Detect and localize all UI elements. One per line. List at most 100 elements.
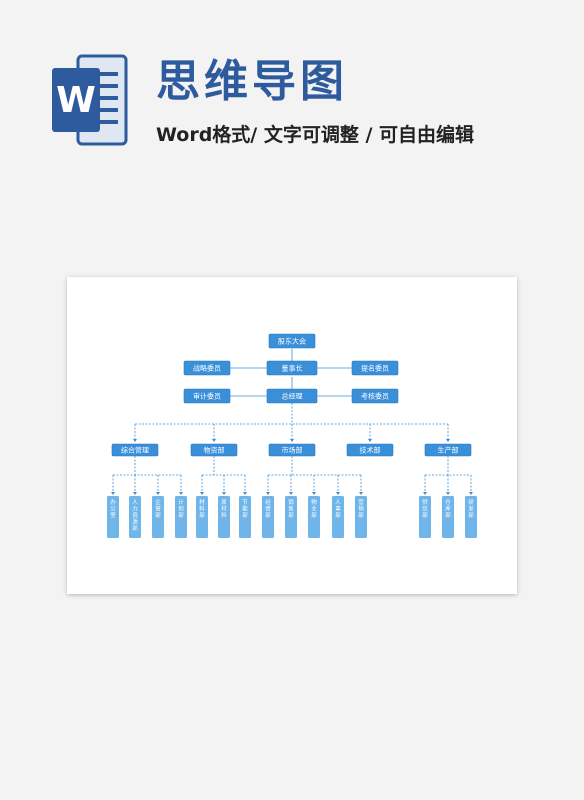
node-dept-4-label: 生产部	[438, 446, 459, 455]
node-chairman: 董事长	[266, 360, 318, 376]
node-sub-1-2: 节能部	[239, 496, 251, 538]
header: W 思维导图 Word格式/ 文字可调整 / 可自由编辑	[0, 0, 584, 180]
node-sub-0-2-label: 企管部	[155, 498, 161, 519]
node-sub-1-1-label: 原材料	[221, 499, 227, 519]
node-nomination-committee: 提名委员	[351, 360, 399, 376]
node-sub-2-2: 物业部	[308, 496, 320, 538]
node-general-manager-label: 总经理	[282, 392, 303, 401]
node-dept-0-label: 综合管理	[121, 446, 149, 455]
node-sub-2-4-box	[355, 496, 367, 538]
arrow-sub-2-0	[266, 492, 270, 495]
node-sub-2-0-box	[262, 496, 274, 538]
node-sub-2-3: 人事部	[332, 496, 344, 538]
node-nomination-committee-label: 提名委员	[361, 364, 389, 373]
node-evaluation-committee: 考核委员	[351, 388, 399, 404]
node-sub-2-0: 经营部	[262, 496, 274, 538]
node-shareholders: 股东大会	[268, 333, 316, 349]
arrow-sub-2-2	[312, 492, 316, 495]
node-sub-2-4: 营销部	[355, 496, 367, 538]
node-sub-0-0-box	[107, 496, 119, 538]
node-sub-2-2-label: 物业部	[311, 498, 317, 519]
node-shareholders-box	[268, 333, 316, 349]
word-letter: W	[56, 80, 96, 121]
node-sub-0-0-label: 办公室	[110, 498, 116, 519]
node-sub-2-3-box	[332, 496, 344, 538]
node-dept-3-box	[346, 443, 394, 457]
arrow-sub-4-0	[423, 492, 427, 495]
node-dept-1: 物资部	[190, 443, 238, 457]
arrow-sub-2-1	[289, 492, 293, 495]
node-dept-2: 市场部	[268, 443, 316, 457]
node-sub-4-1-label: 仓库部	[445, 498, 451, 519]
arrow-dept-0	[133, 439, 137, 442]
node-sub-1-1: 原材料	[218, 496, 230, 538]
node-sub-4-1: 仓库部	[442, 496, 454, 538]
arrow-sub-4-2	[469, 492, 473, 495]
node-evaluation-committee-label: 考核委员	[361, 392, 389, 401]
node-sub-0-1: 人力资源部	[129, 496, 141, 538]
node-sub-1-0-label: 材料部	[199, 498, 205, 519]
node-sub-0-2: 企管部	[152, 496, 164, 538]
word-icon: W	[52, 54, 128, 146]
arrow-sub-0-0	[111, 492, 115, 495]
node-sub-4-2-label: 研发部	[468, 499, 474, 519]
node-sub-2-2-box	[308, 496, 320, 538]
node-sub-4-2-box	[465, 496, 477, 538]
node-dept-0: 综合管理	[111, 443, 159, 457]
node-chairman-label: 董事长	[282, 364, 303, 373]
node-sub-0-3-label: 计划部	[178, 498, 184, 519]
arrow-sub-1-0	[200, 492, 204, 495]
arrow-sub-1-2	[243, 492, 247, 495]
node-chairman-box	[266, 360, 318, 376]
node-nomination-committee-box	[351, 360, 399, 376]
page-title: 思维导图	[156, 56, 348, 107]
page-subtitle: Word格式/ 文字可调整 / 可自由编辑	[156, 124, 475, 146]
node-sub-4-0-label: 供应部	[422, 498, 428, 519]
arrow-dept-2	[290, 439, 294, 442]
node-dept-4: 生产部	[424, 443, 472, 457]
node-sub-4-1-box	[442, 496, 454, 538]
node-sub-2-0-label: 经营部	[265, 498, 271, 519]
arrow-sub-0-3	[179, 492, 183, 495]
node-sub-0-3-box	[175, 496, 187, 538]
node-strategy-committee-label: 战略委员	[193, 364, 221, 373]
node-sub-2-4-label: 营销部	[358, 498, 364, 519]
node-dept-3-label: 技术部	[360, 446, 381, 455]
node-sub-1-1-box	[218, 496, 230, 538]
node-sub-1-0: 材料部	[196, 496, 208, 538]
node-evaluation-committee-box	[351, 388, 399, 404]
org-chart-card: 股东大会董事长 战略委员 提名委员总经理 审计委员 考核委员综合管理办公室 人力资源部 企管…	[67, 277, 517, 594]
node-general-manager: 总经理	[266, 388, 318, 404]
arrow-dept-3	[368, 439, 372, 442]
node-sub-1-2-box	[239, 496, 251, 538]
node-dept-2-label: 市场部	[282, 446, 303, 455]
node-sub-0-0: 办公室	[107, 496, 119, 538]
arrow-sub-0-2	[156, 492, 160, 495]
arrow-sub-2-4	[359, 492, 363, 495]
arrow-sub-1-1	[222, 492, 226, 495]
arrow-dept-1	[212, 439, 216, 442]
node-sub-0-2-box	[152, 496, 164, 538]
node-sub-2-3-label: 人事部	[335, 499, 341, 519]
node-strategy-committee-box	[183, 360, 231, 376]
node-sub-0-1-label: 人力资源部	[132, 499, 138, 532]
node-shareholders-label: 股东大会	[278, 337, 306, 346]
node-sub-1-2-label: 节能部	[242, 498, 248, 519]
node-audit-committee-box	[183, 388, 231, 404]
node-sub-2-1-box	[285, 496, 297, 538]
node-audit-committee: 审计委员	[183, 388, 231, 404]
arrow-dept-4	[446, 439, 450, 442]
node-audit-committee-label: 审计委员	[193, 392, 221, 401]
arrow-sub-4-1	[446, 492, 450, 495]
node-sub-1-0-box	[196, 496, 208, 538]
arrow-sub-2-3	[336, 492, 340, 495]
node-sub-0-3: 计划部	[175, 496, 187, 538]
node-sub-2-1-label: 销售部	[288, 498, 294, 519]
node-dept-3: 技术部	[346, 443, 394, 457]
arrow-sub-0-1	[133, 492, 137, 495]
node-sub-4-0-box	[419, 496, 431, 538]
node-sub-4-0: 供应部	[419, 496, 431, 538]
node-sub-4-2: 研发部	[465, 496, 477, 538]
node-strategy-committee: 战略委员	[183, 360, 231, 376]
